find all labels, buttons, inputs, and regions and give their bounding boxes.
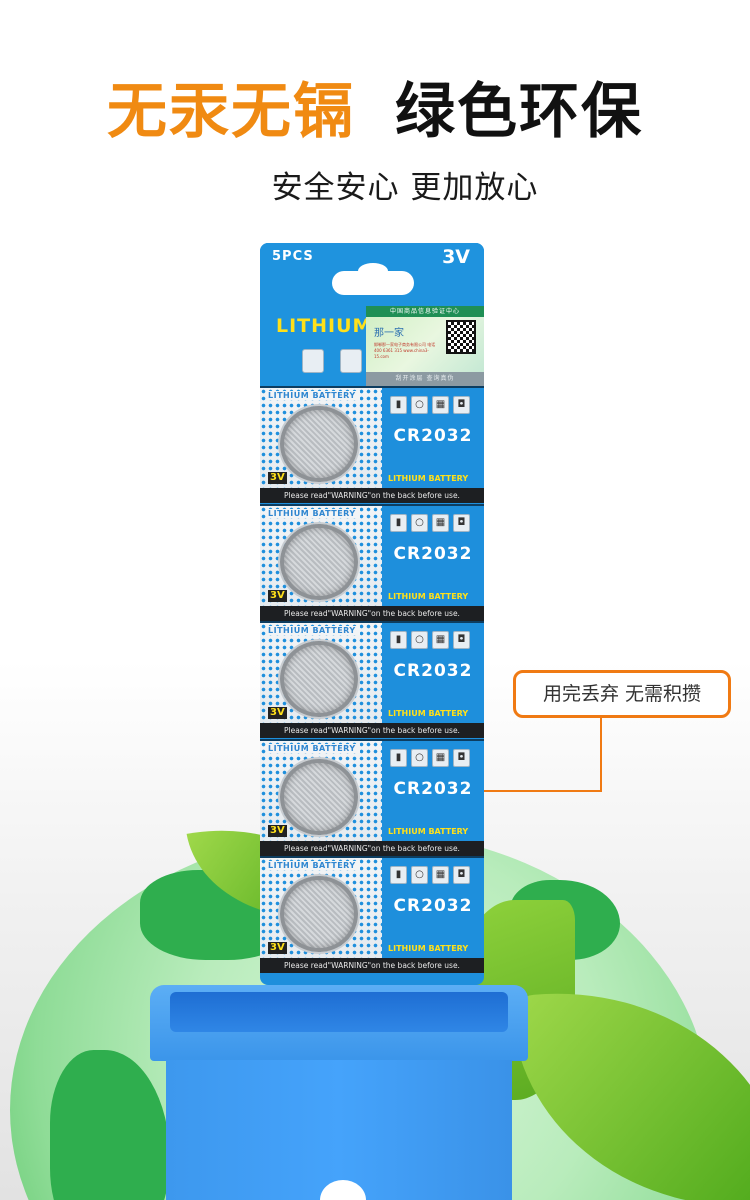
watch-icon: ○ — [411, 396, 428, 414]
watch-icon: ○ — [411, 631, 428, 649]
warning-text: Please read"WARNING"on the back before u… — [260, 840, 484, 856]
battery-package: 5PCS 3V LITHIUM 中国商品信息验证中心 那一家 邯郸那一家电子商务… — [260, 243, 484, 985]
warning-text: Please read"WARNING"on the back before u… — [260, 488, 484, 503]
battery-type: LITHIUM BATTERY — [388, 826, 469, 836]
blister-voltage: 3V — [268, 707, 287, 719]
recycle-icon — [320, 1180, 366, 1200]
battery-model: CR2032 — [393, 778, 473, 799]
camera-icon: ◘ — [453, 513, 470, 532]
headline-eco: 绿色环保 — [395, 77, 643, 147]
blister-voltage: 3V — [268, 824, 287, 837]
count-label: 5PCS — [272, 249, 314, 264]
coin-battery-icon — [280, 523, 358, 600]
sticker-header: 中国商品信息验证中心 — [366, 306, 484, 317]
battery-type: LITHIUM BATTERY — [388, 474, 469, 483]
disposable-callout: 用完丢弃 无需积攒 — [513, 670, 731, 718]
camera-icon: ◘ — [453, 866, 470, 884]
remote-icon: ▮ — [390, 396, 407, 414]
qr-code-icon — [446, 320, 476, 354]
camera-icon: ◘ — [453, 631, 470, 649]
hang-hole — [332, 263, 414, 295]
battery-model: CR2032 — [393, 426, 473, 446]
calculator-icon: ▦ — [432, 748, 449, 767]
headline: 无汞无镉绿色环保 — [0, 80, 750, 144]
remote-icon: ▮ — [390, 631, 407, 649]
blister-brand: LITHIUM BATTERY — [268, 508, 360, 518]
battery-model: CR2032 — [393, 661, 473, 681]
battery-model: CR2032 — [393, 896, 473, 916]
watch-icon — [340, 349, 362, 373]
camera-icon: ◘ — [453, 748, 470, 767]
coin-battery-icon — [280, 876, 358, 952]
watch-icon: ○ — [411, 866, 428, 884]
coin-battery-icon — [280, 758, 358, 835]
blister-voltage: 3V — [268, 942, 287, 954]
camera-icon: ◘ — [453, 396, 470, 414]
headline-mercury-free: 无汞无镉 — [107, 77, 355, 147]
sticker-brand: 那一家 — [374, 328, 404, 339]
recycle-bin — [166, 1060, 512, 1200]
continent-shape — [50, 1050, 170, 1200]
sticker-footer: 刮开涂层 查询真伪 — [366, 372, 484, 386]
battery-type: LITHIUM BATTERY — [388, 591, 469, 601]
battery-type: LITHIUM BATTERY — [388, 709, 469, 718]
watch-icon: ○ — [411, 748, 428, 767]
calculator-icon: ▦ — [432, 513, 449, 532]
blister-brand: LITHIUM BATTERY — [268, 391, 360, 400]
anti-counterfeit-sticker: 中国商品信息验证中心 那一家 邯郸那一家电子商务有限公司 电话 400 6361… — [366, 306, 484, 386]
warning-text: Please read"WARNING"on the back before u… — [260, 723, 484, 738]
recycle-bin-opening — [170, 992, 508, 1032]
voltage-label: 3V — [442, 246, 470, 268]
device-icon — [302, 349, 324, 373]
blister-brand: LITHIUM BATTERY — [268, 626, 360, 635]
remote-icon: ▮ — [390, 866, 407, 884]
blister-brand: LITHIUM BATTERY — [268, 743, 360, 753]
callout-connector — [600, 718, 602, 791]
package-header: 5PCS 3V LITHIUM 中国商品信息验证中心 那一家 邯郸那一家电子商务… — [260, 243, 484, 386]
coin-battery-icon — [280, 406, 358, 482]
warning-text: Please read"WARNING"on the back before u… — [260, 958, 484, 973]
callout-connector — [484, 790, 602, 792]
battery-type: LITHIUM BATTERY — [388, 944, 469, 953]
remote-icon: ▮ — [390, 513, 407, 532]
calculator-icon: ▦ — [432, 866, 449, 884]
blister-voltage: 3V — [268, 472, 287, 484]
lithium-label: LITHIUM — [276, 315, 373, 337]
subtitle: 安全安心 更加放心 — [271, 170, 539, 206]
battery-model: CR2032 — [393, 543, 473, 564]
sticker-details: 邯郸那一家电子商务有限公司 电话 400 6361 315 www.china3… — [374, 342, 436, 359]
blister-brand: LITHIUM BATTERY — [268, 861, 360, 870]
remote-icon: ▮ — [390, 748, 407, 767]
coin-battery-icon — [280, 641, 358, 717]
blister-voltage: 3V — [268, 589, 287, 602]
calculator-icon: ▦ — [432, 396, 449, 414]
watch-icon: ○ — [411, 513, 428, 532]
calculator-icon: ▦ — [432, 631, 449, 649]
warning-text: Please read"WARNING"on the back before u… — [260, 605, 484, 621]
